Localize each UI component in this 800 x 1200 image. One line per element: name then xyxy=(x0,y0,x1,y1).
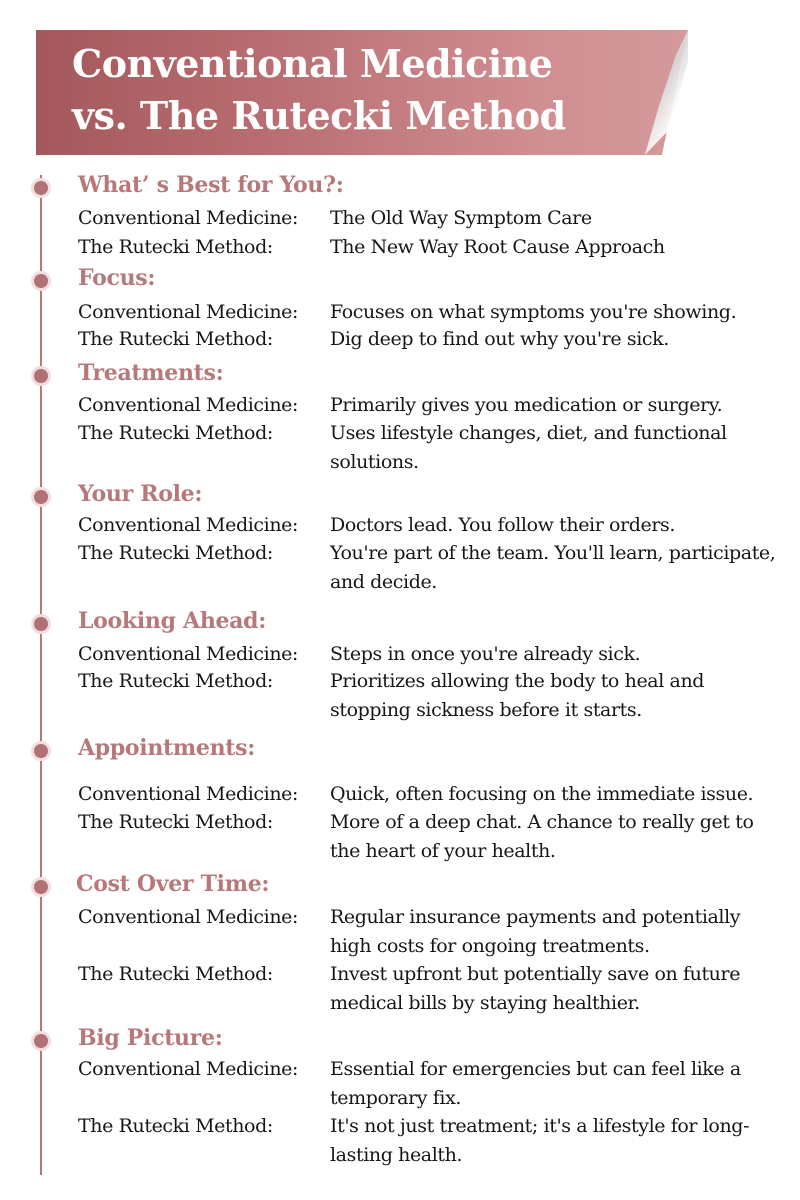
timeline-line xyxy=(40,175,42,1175)
row-label: Conventional Medicine: xyxy=(78,301,298,323)
timeline-dot-icon xyxy=(31,1031,51,1051)
timeline-dot-icon xyxy=(31,366,51,386)
title-line-2: vs. The Rutecki Method xyxy=(72,93,566,138)
section-title: Your Role: xyxy=(78,481,203,507)
row-value: More of a deep chat. A chance to really … xyxy=(330,811,754,862)
row-value: Essential for emergencies but can feel l… xyxy=(330,1058,741,1109)
row-value: The New Way Root Cause Approach xyxy=(330,236,665,258)
timeline-dot-icon xyxy=(31,614,51,634)
section-title: Looking Ahead: xyxy=(78,608,267,634)
row-value: The Old Way Symptom Care xyxy=(330,207,592,229)
timeline-dot-icon xyxy=(31,487,51,507)
timeline-dot-icon xyxy=(31,178,51,198)
row-label: The Rutecki Method: xyxy=(78,236,273,258)
section-title: Appointments: xyxy=(78,735,256,761)
section-title: Cost Over Time: xyxy=(76,871,270,897)
row-value: Focuses on what symptoms you're showing. xyxy=(330,301,737,323)
row-label: The Rutecki Method: xyxy=(78,1115,273,1137)
row-value: Dig deep to find out why you're sick. xyxy=(330,328,669,350)
row-label: Conventional Medicine: xyxy=(78,207,298,229)
row-value: Primarily gives you medication or surger… xyxy=(330,394,723,416)
row-label: Conventional Medicine: xyxy=(78,514,298,536)
row-value: Quick, often focusing on the immediate i… xyxy=(330,783,754,805)
row-value: It's not just treatment; it's a lifestyl… xyxy=(330,1115,750,1166)
row-label: The Rutecki Method: xyxy=(78,811,273,833)
row-value: Steps in once you're already sick. xyxy=(330,643,641,665)
timeline-dot-icon xyxy=(31,271,51,291)
row-label: The Rutecki Method: xyxy=(78,670,273,692)
row-value: Doctors lead. You follow their orders. xyxy=(330,514,676,536)
row-label: Conventional Medicine: xyxy=(78,394,298,416)
section-title: Treatments: xyxy=(78,360,224,386)
row-label: Conventional Medicine: xyxy=(78,1058,298,1080)
row-value: Regular insurance payments and potential… xyxy=(330,906,741,957)
section-title: Big Picture: xyxy=(78,1025,223,1051)
title-banner xyxy=(36,30,688,155)
timeline-dot-icon xyxy=(31,877,51,897)
row-label: Conventional Medicine: xyxy=(78,783,298,805)
row-value: Invest upfront but potentially save on f… xyxy=(330,963,741,1014)
row-label: The Rutecki Method: xyxy=(78,328,273,350)
row-value: You're part of the team. You'll learn, p… xyxy=(330,542,776,593)
section-title: What’ s Best for You?: xyxy=(78,172,344,198)
row-label: The Rutecki Method: xyxy=(78,422,273,444)
timeline-dot-icon xyxy=(31,741,51,761)
row-label: Conventional Medicine: xyxy=(78,906,298,928)
row-label: The Rutecki Method: xyxy=(78,963,273,985)
row-label: Conventional Medicine: xyxy=(78,643,298,665)
section-title: Focus: xyxy=(78,265,156,291)
row-value: Uses lifestyle changes, diet, and functi… xyxy=(330,422,727,473)
row-label: The Rutecki Method: xyxy=(78,542,273,564)
row-value: Prioritizes allowing the body to heal an… xyxy=(330,670,705,721)
page-title: Conventional Medicine vs. The Rutecki Me… xyxy=(72,38,672,142)
title-line-1: Conventional Medicine xyxy=(72,41,553,86)
